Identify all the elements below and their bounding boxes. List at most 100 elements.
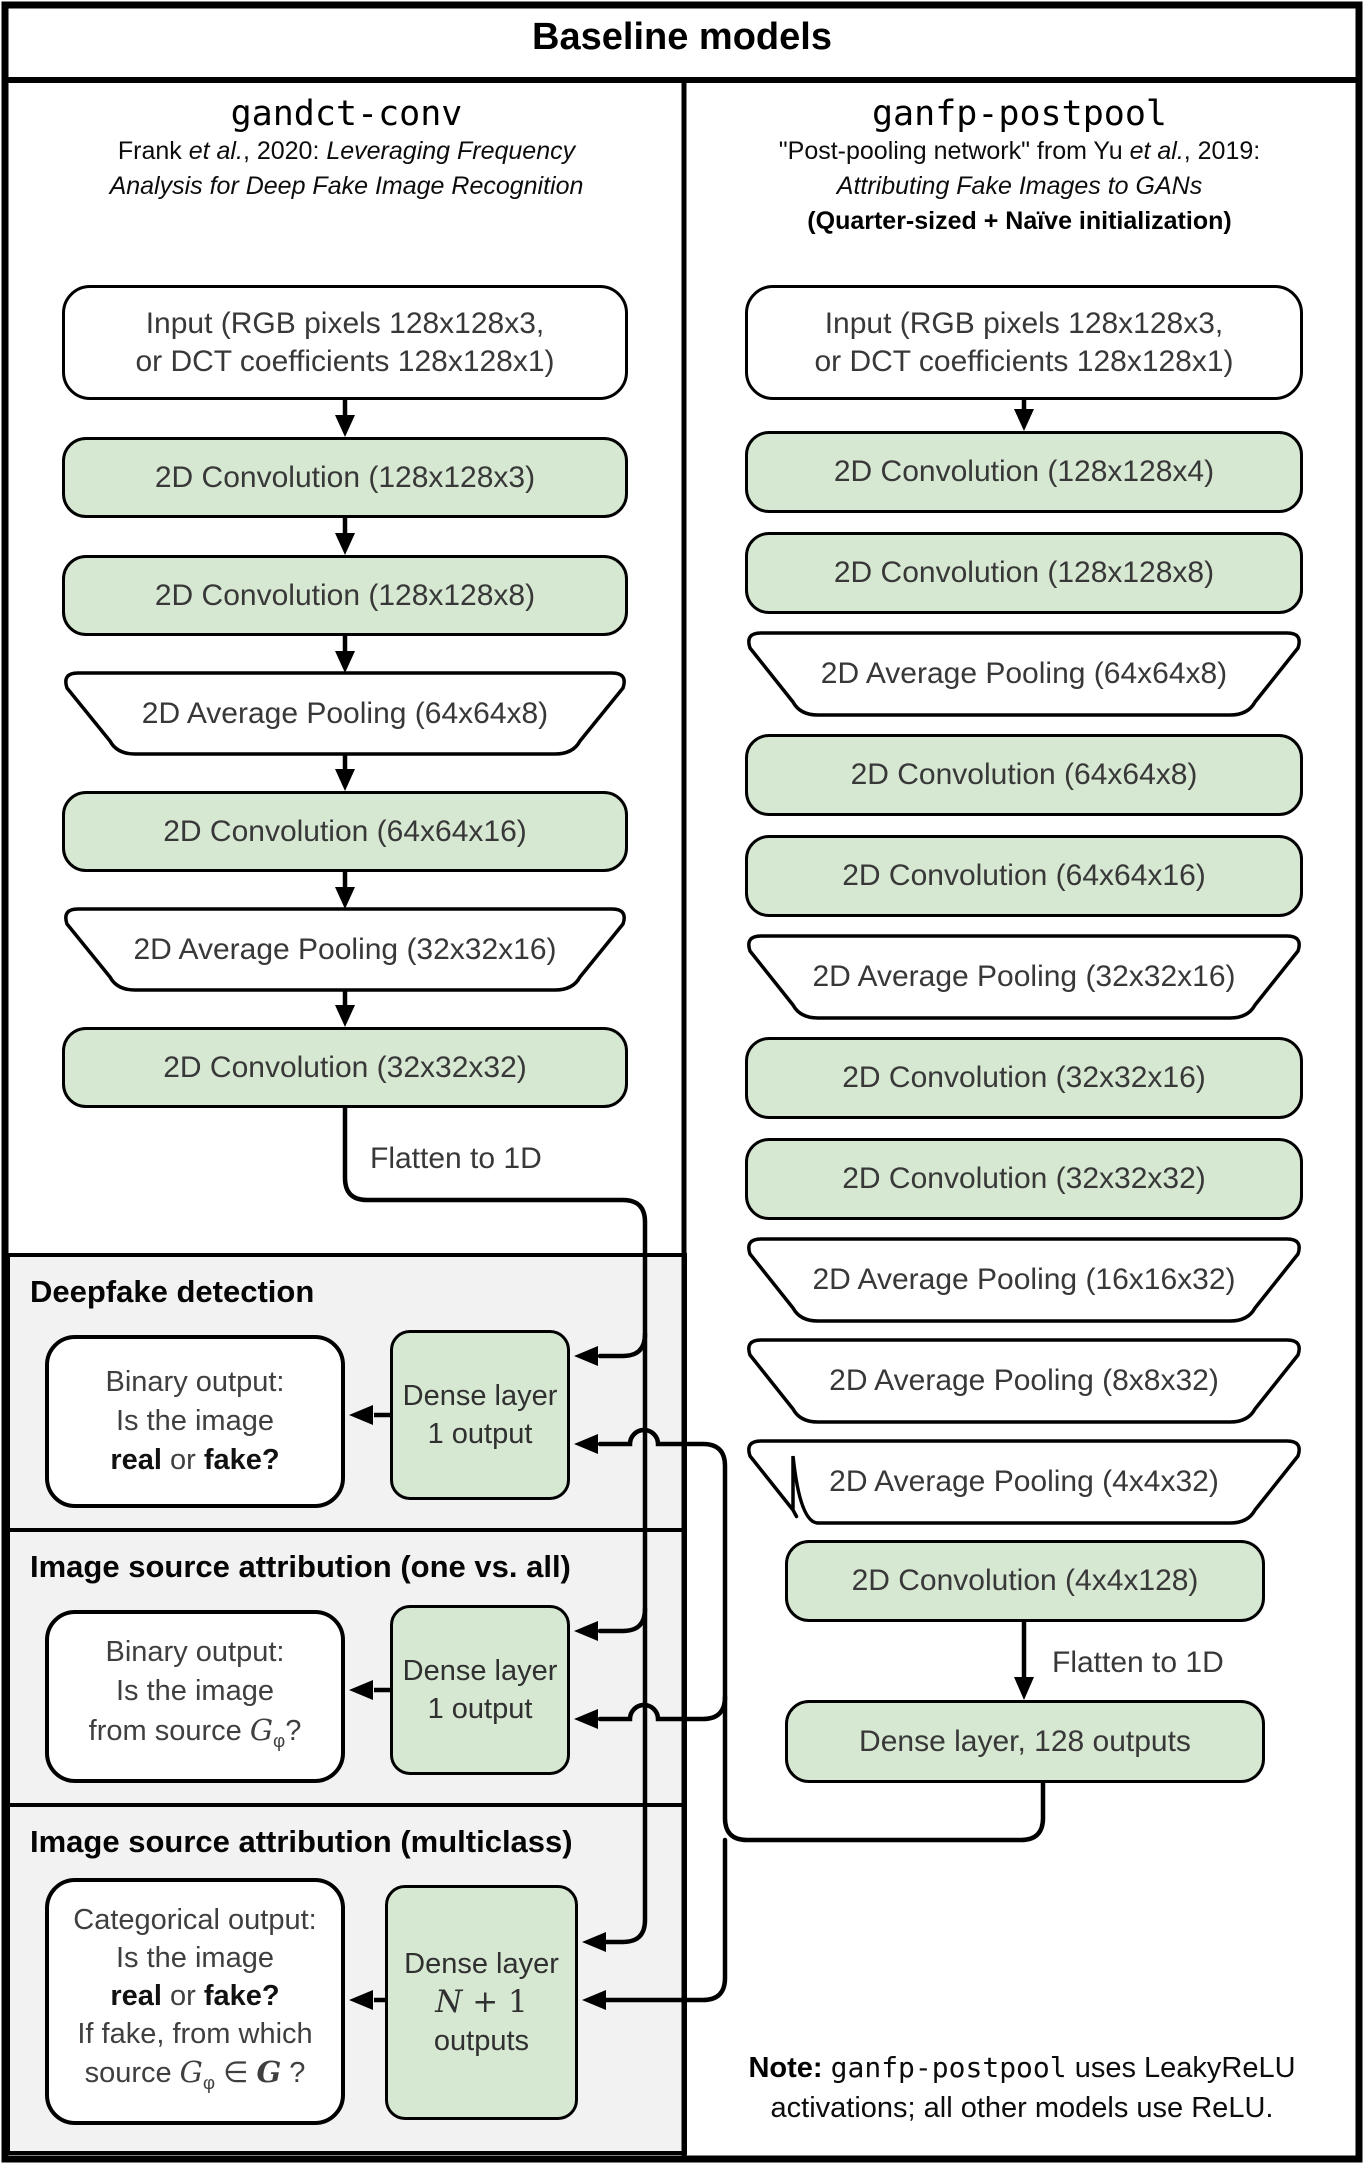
math-g: G <box>249 1713 273 1748</box>
dense-layer-deepfake: Dense layer 1 output <box>390 1330 570 1500</box>
output-line: source Gφ ∈ G ? <box>85 2053 306 2102</box>
attr-text-italic: Leveraging Frequency <box>326 137 576 165</box>
left-model-header: gandct-conv Frank et al., 2020: Leveragi… <box>10 94 683 204</box>
node-right-conv-64x64x8: 2D Convolution (64x64x8) <box>745 734 1303 816</box>
right-model-attribution-line3: (Quarter-sized + Naïve initialization) <box>807 207 1232 235</box>
output-box-deepfake: Binary output: Is the image real or fake… <box>45 1335 345 1508</box>
output-line: Binary output: <box>105 1366 285 1398</box>
dense-line: Dense layer <box>404 1948 559 1980</box>
real-word: real <box>110 1980 162 2013</box>
right-flow-arrows <box>1014 400 1034 1700</box>
footnote-line1: Note: ganfp-postpool uses LeakyReLU <box>692 2048 1352 2088</box>
math-g: G <box>179 2055 203 2090</box>
dense-line: Dense layer <box>402 1655 558 1687</box>
note-label: Note: <box>748 2052 831 2084</box>
right-pool-32x32x16-shape <box>747 934 1301 1020</box>
node-right-input: Input (RGB pixels 128x128x3, or DCT coef… <box>745 285 1303 400</box>
dense-line: Dense layer <box>402 1380 558 1412</box>
real-word: real <box>110 1444 162 1476</box>
math-script-g: G <box>256 2055 282 2090</box>
left-flatten-label: Flatten to 1D <box>370 1142 542 1175</box>
attr-text: , 2020: <box>242 137 327 165</box>
dense-to-output-arrows <box>349 1405 390 2010</box>
attr-text: Frank <box>117 137 189 165</box>
left-model-attribution-line2: Analysis for Deep Fake Image Recognition <box>109 172 584 200</box>
output-line: from source Gφ? <box>89 1711 302 1760</box>
node-left-conv-64x64x16: 2D Convolution (64x64x16) <box>62 791 628 872</box>
right-model-attribution-line1: "Post-pooling network" from Yu et al., 2… <box>685 134 1354 169</box>
node-right-pool-64x64x8-label: 2D Average Pooling (64x64x8) <box>820 657 1228 690</box>
math-n: N <box>435 1984 463 2020</box>
attr-text-italic: et al. <box>188 137 243 165</box>
node-right-conv-4x4x128: 2D Convolution (4x4x128) <box>785 1540 1265 1622</box>
element-of-symbol: ∈ <box>215 2057 257 2090</box>
output-box-one-vs-all: Binary output: Is the image from source … <box>45 1610 345 1783</box>
right-model-attribution-line2: Attributing Fake Images to GANs <box>836 172 1203 200</box>
or-word: or <box>161 1980 204 2013</box>
output-line: Is the image <box>116 1675 274 1708</box>
right-pool-4x4x32-shape <box>747 1439 1301 1525</box>
right-model-name: ganfp-postpool <box>871 94 1167 134</box>
page-title: Baseline models <box>532 16 832 58</box>
section-heading-multiclass: Image source attribution (multiclass) <box>30 1824 573 1859</box>
node-right-pool-4x4x32-label: 2D Average Pooling (4x4x32) <box>829 1465 1219 1498</box>
node-right-pool-16x16x32-label: 2D Average Pooling (16x16x32) <box>812 1263 1236 1296</box>
ganfp-output-connector <box>597 1427 1046 2003</box>
node-right-conv-128x128x8: 2D Convolution (128x128x8) <box>745 532 1303 614</box>
from-text: from source <box>88 1715 250 1748</box>
node-left-input: Input (RGB pixels 128x128x3, or DCT coef… <box>62 285 628 400</box>
output-line: real or fake? <box>110 1977 279 2015</box>
output-line: Is the image <box>116 1942 274 1975</box>
output-line: If fake, from which <box>77 2018 313 2051</box>
plus-one: + 1 <box>462 1984 528 2020</box>
math-phi-sub: φ <box>272 1729 286 1751</box>
attr-text-italic: et al. <box>1129 137 1184 165</box>
ganfp-connector-arrowheads <box>574 1434 606 2010</box>
right-pool-8x8x32-shape <box>747 1338 1301 1424</box>
dense-line: outputs <box>433 2025 530 2057</box>
footnote: Note: ganfp-postpool uses LeakyReLU acti… <box>692 2048 1352 2128</box>
section-heading-deepfake: Deepfake detection <box>30 1274 315 1309</box>
node-right-conv-64x64x16: 2D Convolution (64x64x16) <box>745 835 1303 917</box>
output-line: Is the image <box>116 1405 274 1437</box>
node-right-dense-128: Dense layer, 128 outputs <box>785 1700 1265 1783</box>
right-pool-64x64x8-shape <box>747 631 1301 717</box>
node-left-conv-32x32x32: 2D Convolution (32x32x32) <box>62 1027 628 1108</box>
node-right-pool-32x32x16-label: 2D Average Pooling (32x32x16) <box>812 960 1236 993</box>
node-left-conv-128x128x3: 2D Convolution (128x128x3) <box>62 437 628 518</box>
math-phi-sub: φ <box>202 2071 216 2093</box>
output-box-multiclass: Categorical output: Is the image real or… <box>45 1878 345 2125</box>
source-text: source <box>84 2057 180 2090</box>
question-mark: ? <box>281 2057 306 2090</box>
right-flatten-label: Flatten to 1D <box>1052 1646 1224 1679</box>
note-text: uses LeakyReLU <box>1066 2052 1296 2084</box>
output-line: Categorical output: <box>73 1904 317 1937</box>
left-flow-arrows <box>335 400 355 1027</box>
fake-word: fake? <box>203 1980 280 2013</box>
node-right-conv-32x32x32: 2D Convolution (32x32x32) <box>745 1138 1303 1220</box>
dense-layer-multiclass: Dense layer N + 1 outputs <box>385 1885 578 2120</box>
output-line: real or fake? <box>110 1441 279 1480</box>
dense-line: N + 1 <box>435 1983 528 2022</box>
left-model-name: gandct-conv <box>230 94 463 134</box>
left-pool-64x64x8-shape <box>64 671 626 756</box>
gandct-flatten-connector <box>342 1105 648 1945</box>
note-model-name: ganfp-postpool <box>830 2051 1067 2084</box>
dense-line: 1 output <box>427 1418 533 1450</box>
node-right-conv-128x128x4: 2D Convolution (128x128x4) <box>745 431 1303 513</box>
or-word: or <box>161 1444 204 1476</box>
gandct-connector-arrowheads <box>574 1346 606 1952</box>
question-mark: ? <box>285 1715 302 1748</box>
attr-text: "Post-pooling network" from Yu <box>778 137 1130 165</box>
fake-word: fake? <box>203 1444 280 1476</box>
node-left-pool-64x64x8-label: 2D Average Pooling (64x64x8) <box>141 696 549 730</box>
section-heading-one-vs-all: Image source attribution (one vs. all) <box>30 1549 571 1584</box>
right-model-header: ganfp-postpool "Post-pooling network" fr… <box>685 94 1354 239</box>
node-left-pool-32x32x16-label: 2D Average Pooling (32x32x16) <box>133 932 557 966</box>
output-line: Binary output: <box>105 1636 285 1669</box>
node-right-conv-32x32x16: 2D Convolution (32x32x16) <box>745 1037 1303 1119</box>
dense-line: 1 output <box>427 1693 533 1725</box>
footnote-line2: activations; all other models use ReLU. <box>770 2092 1274 2124</box>
